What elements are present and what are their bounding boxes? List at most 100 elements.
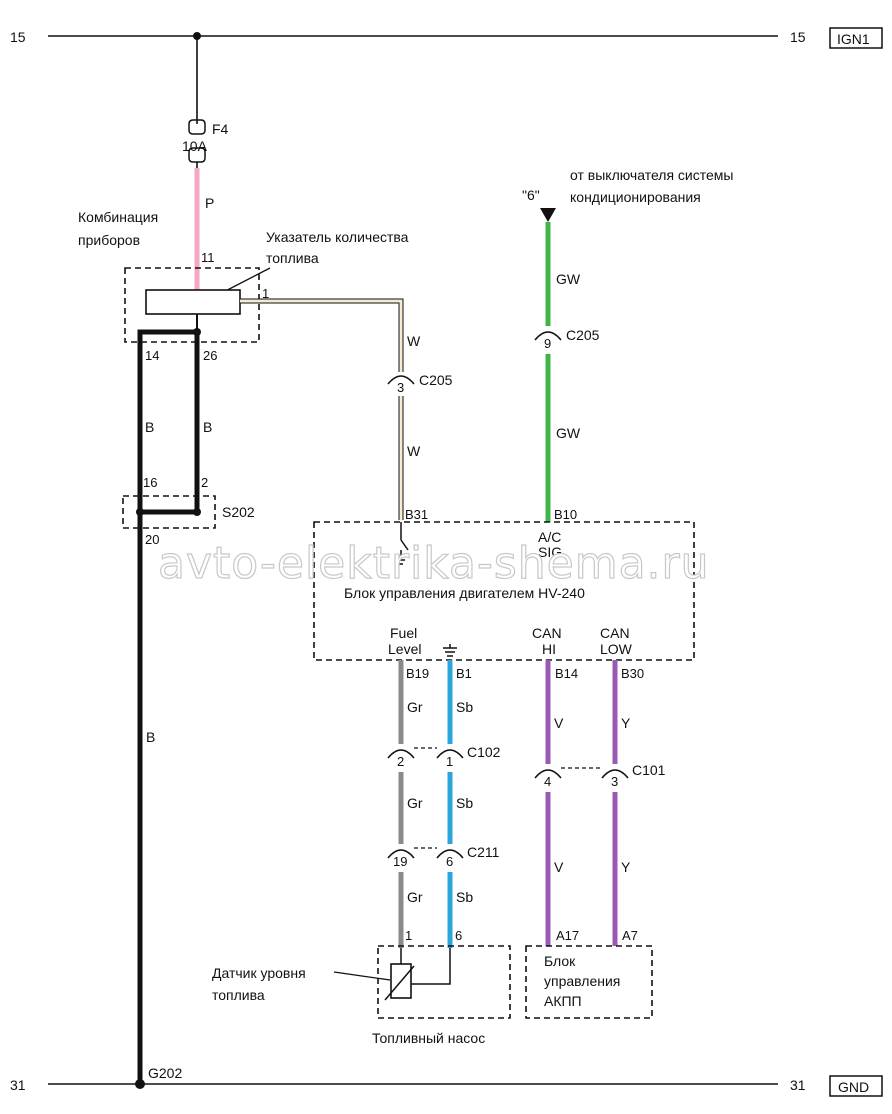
ign1-tag-box bbox=[829, 27, 883, 49]
ecu-canlow-line2: LOW bbox=[600, 641, 633, 657]
ecu-box bbox=[313, 521, 695, 661]
wire-w-label-2: W bbox=[407, 443, 421, 459]
rail-15-right-label: 15 bbox=[790, 29, 806, 45]
tcm-pin-a7: A7 bbox=[622, 928, 638, 943]
cluster-pin-14: 14 bbox=[145, 348, 159, 363]
ground-name: G202 bbox=[148, 1065, 182, 1081]
connector-c101-y bbox=[601, 769, 629, 779]
wire-v-label-1: V bbox=[554, 715, 564, 731]
wire-v-label-2: V bbox=[554, 859, 564, 875]
ecu-pin-b14: B14 bbox=[555, 666, 578, 681]
ecu-name: Блок управления двигателем HV-240 bbox=[344, 585, 585, 601]
ecu-canlow-line1: CAN bbox=[600, 625, 630, 641]
ecu-pin-b19: B19 bbox=[406, 666, 429, 681]
ign1-tag: IGN1 bbox=[837, 31, 870, 47]
fuel-gauge bbox=[145, 289, 241, 315]
cluster-name-1: Комбинация bbox=[78, 209, 158, 225]
connector-c205-w bbox=[387, 375, 415, 385]
wire-gw-label-1: GW bbox=[556, 271, 581, 287]
connector-c211-gr bbox=[387, 849, 415, 859]
node-26 bbox=[193, 328, 201, 336]
wire-p-label: P bbox=[205, 195, 214, 211]
wire-w bbox=[240, 299, 403, 372]
rail-15-left-label: 15 bbox=[10, 29, 26, 45]
connector-c211-sb bbox=[436, 849, 464, 859]
c211-pin-gr: 19 bbox=[393, 854, 407, 869]
wire-sb-label-1: Sb bbox=[456, 699, 473, 715]
wire-gr-label-1: Gr bbox=[407, 699, 423, 715]
wire-sb-label-3: Sb bbox=[456, 889, 473, 905]
ecu-fuel-line2: Level bbox=[388, 641, 421, 657]
ecu-fuel-line1: Fuel bbox=[390, 625, 417, 641]
c102-pin-sb: 1 bbox=[446, 754, 453, 769]
ac-source-arrow bbox=[540, 208, 556, 222]
wire-w-label-1: W bbox=[407, 333, 421, 349]
cluster-pin-1: 1 bbox=[262, 286, 269, 301]
cluster-name-2: приборов bbox=[78, 232, 140, 248]
pump-name: Топливный насос bbox=[372, 1030, 485, 1046]
sensor-leader bbox=[333, 971, 391, 981]
gnd-tag-box bbox=[829, 1075, 883, 1097]
cluster-pin-26: 26 bbox=[203, 348, 217, 363]
instrument-cluster-box bbox=[124, 267, 260, 343]
wire-b-label-1: B bbox=[145, 419, 154, 435]
ecu-b1-ground-icon bbox=[443, 644, 457, 657]
ecu-canhi-line2: HI bbox=[542, 641, 556, 657]
c211-name: C211 bbox=[467, 844, 500, 860]
pump-pin-6: 6 bbox=[455, 928, 462, 943]
fuel-pump-box bbox=[377, 945, 511, 1019]
splice-name: S202 bbox=[222, 504, 255, 520]
ecu-ac-line2: SIG bbox=[538, 544, 562, 560]
tcm-label-1: Блок bbox=[544, 953, 576, 969]
tcm-pin-a17: A17 bbox=[556, 928, 579, 943]
wire-gr-label-3: Gr bbox=[407, 889, 423, 905]
fuse-rating: 10A bbox=[182, 138, 208, 154]
wire-b-label-2: B bbox=[203, 419, 212, 435]
wire-gr-label-2: Gr bbox=[407, 795, 423, 811]
pump-pin-1: 1 bbox=[405, 928, 412, 943]
c205-w-name: C205 bbox=[419, 372, 453, 388]
gnd-tag: GND bbox=[838, 1079, 869, 1095]
connector-c102-sb bbox=[436, 749, 464, 759]
fuse-name: F4 bbox=[212, 121, 229, 137]
c205-w-pin: 3 bbox=[397, 380, 404, 395]
wire-sb-label-2: Sb bbox=[456, 795, 473, 811]
c102-pin-gr: 2 bbox=[397, 754, 404, 769]
ecu-pin-b1: B1 bbox=[456, 666, 472, 681]
ecu-internal-ground-icon bbox=[395, 522, 409, 565]
rail-31-left-label: 31 bbox=[10, 1077, 26, 1093]
ac-source-line1: от выключателя системы bbox=[570, 167, 733, 183]
sensor-wiper bbox=[384, 965, 415, 1001]
ecu-ac-line1: A/C bbox=[538, 529, 561, 545]
ac-source-mark: "6" bbox=[522, 187, 540, 203]
ecu-pin-b10: B10 bbox=[554, 507, 577, 522]
splice-pin-16: 16 bbox=[143, 475, 157, 490]
connector-c101-v bbox=[534, 769, 562, 779]
watermark: avto-elektrika-shema.ru bbox=[158, 538, 710, 589]
splice-pin-20: 20 bbox=[145, 532, 159, 547]
tcm-box bbox=[525, 945, 653, 1019]
wire-w-outline bbox=[240, 298, 404, 372]
cluster-pin-11: 11 bbox=[201, 250, 215, 265]
c101-pin-v: 4 bbox=[544, 774, 551, 789]
ecu-pin-b31: B31 bbox=[405, 507, 428, 522]
gauge-label-1: Указатель количества bbox=[266, 229, 409, 245]
ac-source-line2: кондиционирования bbox=[570, 189, 701, 205]
tcm-label-2: управления bbox=[544, 973, 620, 989]
c102-name: C102 bbox=[467, 744, 501, 760]
ground-node bbox=[135, 1079, 145, 1089]
wire-b-loop-top bbox=[137, 329, 197, 512]
gauge-label-2: топлива bbox=[266, 250, 319, 266]
tcm-label-3: АКПП bbox=[544, 993, 582, 1009]
sensor-sb-lead bbox=[411, 948, 451, 985]
wire-b-label-3: B bbox=[146, 729, 155, 745]
c101-name: C101 bbox=[632, 762, 666, 778]
fuse-f4-lower bbox=[188, 147, 206, 163]
c205-gw-pin: 9 bbox=[544, 336, 551, 351]
splice-s202-box bbox=[122, 495, 216, 529]
fuse-f4 bbox=[188, 119, 206, 135]
ecu-canhi-line1: CAN bbox=[532, 625, 562, 641]
rail-31-right-label: 31 bbox=[790, 1077, 806, 1093]
sensor-label-2: топлива bbox=[212, 987, 265, 1003]
